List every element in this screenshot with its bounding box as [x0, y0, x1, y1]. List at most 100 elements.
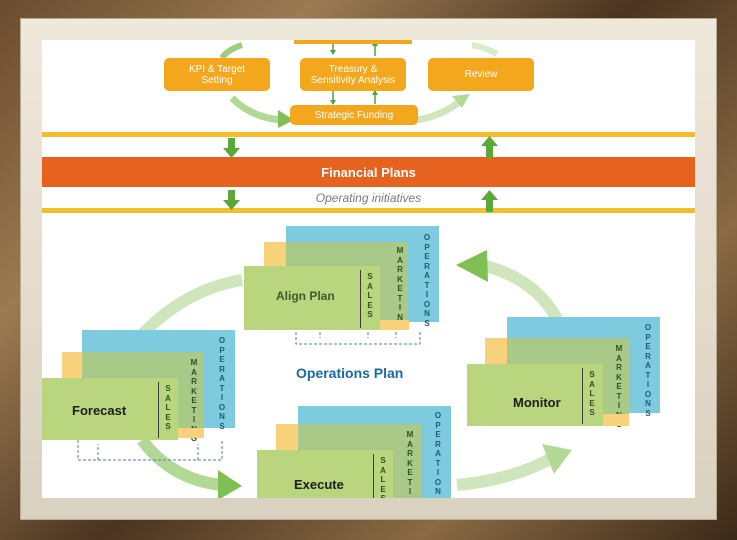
stack-letter: S	[589, 408, 595, 417]
top-flow-arrows	[219, 40, 499, 128]
monitor-sales-layer	[467, 364, 603, 426]
stack-letter: R	[191, 377, 197, 386]
stack-letter: E	[219, 355, 225, 364]
stack-letter: O	[423, 299, 431, 309]
stack-letter: A	[367, 281, 373, 291]
align-sales-divider	[360, 270, 361, 328]
forecast-sales-layer	[42, 378, 178, 440]
stack-letter: T	[435, 458, 441, 468]
execute-sales-divider	[373, 454, 374, 498]
treasury-box: Treasury & Sensitivity Analysis	[300, 58, 406, 91]
execute-marketing-text: MARKETING	[404, 430, 416, 498]
stack-letter: P	[435, 420, 441, 430]
execute-label: Execute	[294, 477, 344, 492]
stack-letter: K	[397, 274, 403, 284]
align-sales-layer	[244, 266, 380, 330]
stack-letter: N	[404, 497, 416, 499]
strategic-funding-box: Strategic Funding	[290, 105, 418, 125]
stack-letter: N	[645, 399, 651, 408]
forecast-label: Forecast	[72, 403, 127, 418]
stack-letter: E	[589, 398, 595, 408]
stack-letter: O	[434, 477, 442, 487]
stack-letter: A	[165, 393, 171, 403]
stack-letter: R	[219, 364, 225, 374]
execute-tag	[276, 424, 298, 450]
stack-letter: A	[407, 439, 413, 449]
stack-letter: T	[219, 383, 225, 393]
stack-letter: S	[377, 494, 389, 498]
stack-letter: T	[397, 293, 403, 303]
yellow-divider-bottom	[42, 208, 695, 213]
stack-letter: P	[424, 242, 430, 252]
stack-letter: E	[397, 284, 403, 293]
stack-letter: S	[380, 456, 386, 465]
align-marketing-text: MARKETING	[394, 246, 406, 332]
stack-letter: E	[191, 396, 197, 405]
stack-letter: N	[424, 309, 430, 318]
stack-letter: E	[645, 342, 651, 351]
forecast-tag	[62, 352, 84, 378]
stack-letter: O	[423, 233, 431, 242]
kpi-target-box: KPI & Target Setting	[164, 58, 270, 91]
stack-letter: A	[380, 465, 386, 475]
stack-letter: I	[220, 393, 224, 402]
stack-letter: R	[435, 439, 441, 449]
stack-letter: R	[407, 449, 413, 458]
stack-letter: E	[424, 252, 430, 261]
stack-letter: I	[398, 303, 402, 312]
stack-letter: S	[367, 272, 373, 281]
stack-letter: O	[644, 323, 652, 332]
stack-letter: K	[191, 386, 197, 396]
stack-letter: S	[219, 421, 225, 431]
stack-letter: E	[435, 430, 441, 439]
stack-letter: I	[425, 290, 429, 299]
stack-letter: O	[218, 336, 226, 345]
stack-letter: E	[367, 300, 373, 310]
stack-letter: L	[367, 291, 373, 300]
stack-letter: M	[615, 344, 623, 353]
yellow-divider-top	[42, 132, 695, 137]
diagram-canvas: KPI & Target Setting Treasury & Sensitiv…	[42, 40, 695, 498]
stack-letter: S	[645, 408, 651, 418]
monitor-tag2	[602, 414, 629, 426]
align-tag2	[379, 320, 409, 330]
stack-letter: P	[645, 332, 651, 342]
stack-letter: T	[191, 405, 197, 415]
stack-letter: I	[192, 415, 196, 424]
stack-letter: E	[616, 382, 622, 391]
stack-letter: I	[408, 487, 412, 496]
stack-letter: O	[644, 389, 652, 399]
stack-letter: A	[191, 367, 197, 377]
stack-letter: A	[397, 255, 403, 265]
stack-letter: O	[434, 411, 442, 420]
operations-plan-title: Operations Plan	[296, 365, 404, 381]
stack-letter: P	[219, 345, 225, 355]
stack-letter: N	[219, 412, 225, 421]
stack-letter: T	[645, 370, 651, 380]
stack-letter: S	[432, 497, 444, 499]
stack-letter: G	[190, 434, 198, 443]
stack-letter: A	[645, 361, 651, 370]
stack-letter: S	[589, 370, 595, 379]
financial-plans-band: Financial Plans	[42, 157, 695, 187]
stack-letter: A	[424, 271, 430, 280]
stack-letter: M	[190, 358, 198, 367]
stack-letter: I	[436, 468, 440, 477]
stack-letter: T	[407, 477, 413, 487]
stack-letter: K	[616, 372, 622, 382]
align-tag	[264, 242, 286, 268]
vertical-arrows	[223, 136, 498, 212]
stack-letter: S	[424, 318, 430, 328]
forecast-dashed-loop	[77, 440, 223, 461]
monitor-sales-divider	[582, 368, 583, 424]
align-plan-label: Align Plan	[276, 289, 335, 303]
stack-letter: S	[165, 422, 171, 431]
align-dashed-loop	[295, 332, 421, 345]
stack-letter: L	[589, 389, 595, 398]
monitor-tag	[485, 338, 507, 364]
